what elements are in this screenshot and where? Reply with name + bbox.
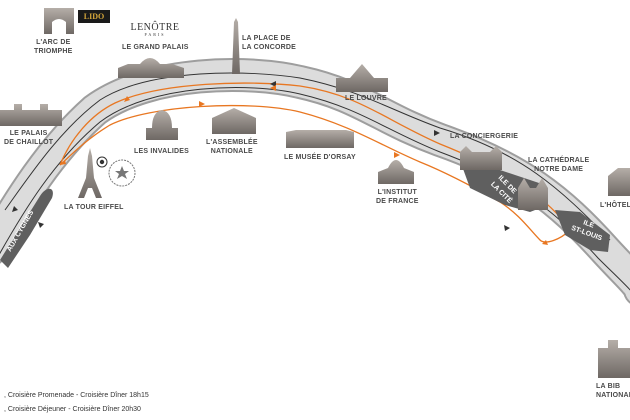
label-line: LA CONCORDE	[242, 44, 297, 51]
route-orange-arrows	[60, 85, 548, 245]
palais-chaillot-icon	[0, 104, 62, 126]
label-institut: L'INSTITUT DE FRANCE	[376, 188, 419, 206]
concorde-obelisk-icon	[232, 18, 240, 74]
tour-eiffel-icon	[78, 148, 102, 198]
arrow-orange-4	[394, 152, 400, 158]
label-line: LA CONCIERGERIE	[450, 133, 519, 140]
institut-icon	[378, 160, 414, 184]
seal-flower-icon	[115, 166, 129, 179]
label-invalides: LES INVALIDES	[134, 147, 189, 156]
island-aux-cygnes	[0, 188, 53, 268]
label-line: TRIOMPHE	[34, 48, 73, 55]
label-line: LA BIB	[596, 383, 621, 390]
orsay-icon	[286, 130, 354, 148]
label-cathedrale: LA CATHÉDRALE NOTRE DAME	[528, 156, 589, 174]
arrow-orange-1	[124, 96, 130, 102]
label-line: DE CHAILLOT	[4, 139, 54, 146]
island-label-stlouis-1: ILE	[582, 219, 595, 229]
hotel-de-ville-icon	[608, 168, 630, 196]
label-line: LE GRAND PALAIS	[122, 44, 189, 51]
route-arrows	[12, 81, 510, 231]
legend-item-orange: , Croisière Déjeuner - Croisière Dîner 2…	[4, 406, 141, 413]
arrow-dark-3	[12, 206, 18, 212]
label-line: L'ARC DE	[36, 39, 71, 46]
label-line: LA PLACE DE	[242, 35, 291, 42]
lenotre-logo: LENÔTRE PARIS	[130, 22, 180, 37]
label-line: LE MUSÉE D'ORSAY	[284, 154, 356, 161]
label-concorde: LA PLACE DE LA CONCORDE	[242, 34, 296, 52]
label-line: NATIONAL	[596, 392, 630, 399]
label-line: L'INSTITUT	[377, 189, 418, 196]
bibliotheque-icon	[598, 340, 630, 378]
arrow-dark-1	[270, 81, 276, 87]
arrow-orange-6	[60, 160, 66, 165]
arc-de-triomphe-icon	[44, 8, 74, 34]
label-arc-de-triomphe: L'ARC DE TRIOMPHE	[34, 38, 73, 56]
label-tour-eiffel: LA TOUR EIFFEL	[64, 203, 124, 212]
invalides-icon	[146, 110, 178, 140]
label-line: LE PALAIS	[9, 130, 48, 137]
legend-item-dark: , Croisière Promenade - Croisière Dîner …	[4, 392, 149, 399]
label-line: DE FRANCE	[376, 198, 419, 205]
route-dark-inner	[4, 72, 611, 241]
assemblee-icon	[212, 108, 256, 134]
label-assemblee: L'ASSEMBLÉE NATIONALE	[206, 138, 258, 156]
label-grand-palais: LE GRAND PALAIS	[122, 43, 189, 52]
label-line: L'ASSEMBLÉE	[206, 139, 258, 146]
boarding-point-dot-icon	[99, 159, 105, 165]
arrow-dark-2	[434, 130, 440, 136]
lenotre-logo-subtext: PARIS	[144, 32, 166, 37]
legend-text-dark: , Croisière Promenade - Croisière Dîner …	[4, 392, 149, 399]
label-hotel: L'HÔTEL	[600, 201, 630, 210]
label-line: LE LOUVRE	[345, 95, 387, 102]
label-bibliotheque: LA BIB NATIONAL	[596, 382, 630, 400]
lenotre-logo-text: LENÔTRE	[130, 22, 180, 33]
legend-text-orange: , Croisière Déjeuner - Croisière Dîner 2…	[4, 406, 141, 413]
label-line: NOTRE DAME	[534, 166, 584, 173]
label-orsay: LE MUSÉE D'ORSAY	[284, 153, 356, 162]
arrow-orange-5	[542, 240, 548, 245]
louvre-icon	[336, 64, 388, 92]
label-line: LA CATHÉDRALE	[528, 157, 590, 164]
route-orange	[59, 82, 571, 243]
label-line: L'HÔTEL	[600, 202, 630, 209]
arrow-dark-5	[38, 222, 44, 228]
arrow-orange-3	[270, 85, 276, 91]
conciergerie-icon	[460, 146, 502, 170]
arrow-orange-2	[199, 101, 205, 107]
label-line: LES INVALIDES	[134, 148, 189, 155]
label-line: LA TOUR EIFFEL	[64, 204, 124, 211]
label-conciergerie: LA CONCIERGERIE	[450, 132, 518, 141]
lido-logo: LIDO	[78, 10, 110, 23]
label-palais-chaillot: LE PALAIS DE CHAILLOT	[4, 129, 53, 147]
label-line: NATIONALE	[210, 148, 253, 155]
island-ile-st-louis	[555, 210, 610, 252]
arrow-dark-4	[504, 225, 510, 231]
label-louvre: LE LOUVRE	[345, 94, 387, 103]
notre-dame-icon	[518, 178, 548, 210]
grand-palais-icon	[118, 58, 184, 78]
